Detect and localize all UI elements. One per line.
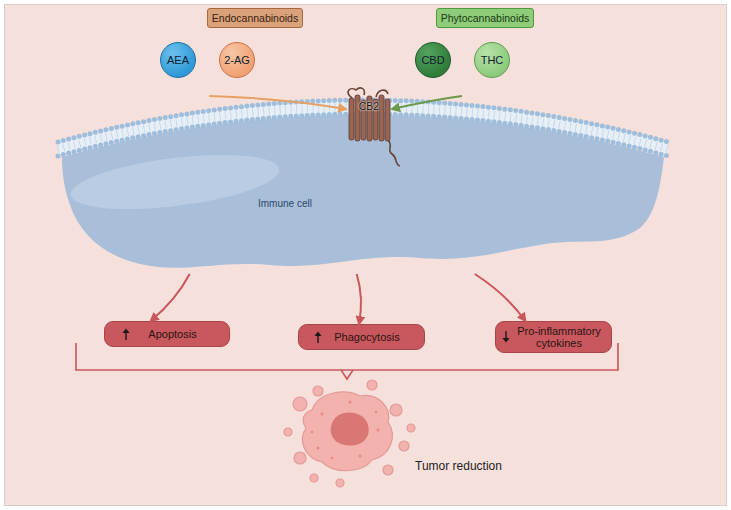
box-text-column: Pro-inflammatory cytokines (513, 325, 605, 350)
group-region: PhytocannabinoidsCBD THC (410, 4, 540, 96)
bracket-pointer (341, 370, 353, 379)
effect-label: Apoptosis (148, 328, 196, 341)
tumor-shape (284, 380, 415, 487)
tumor-dots (311, 401, 380, 460)
molecule-circle: THC (474, 42, 510, 78)
receptor-cb2: CB2 (346, 86, 392, 152)
molecule-label: AEA (167, 54, 189, 66)
direction-arrow (314, 331, 322, 343)
group-region: EndocannabinoidsAEA 2-AG (150, 4, 310, 96)
direction-arrow (502, 331, 510, 343)
effect-label: Phagocytosis (334, 331, 399, 344)
molecule-circle: 2-AG (219, 42, 255, 78)
molecule-circle: CBD (415, 42, 451, 78)
molecule-label: CBD (421, 54, 444, 66)
connector-arrow (209, 96, 346, 109)
connector-arrow (151, 274, 190, 321)
effect-box: Apoptosis (104, 321, 230, 347)
group-heading: Endocannabinoids (212, 12, 298, 24)
direction-arrow (122, 328, 130, 340)
group-header-box: Endocannabinoids (207, 8, 303, 28)
cell-label: Immune cell (258, 198, 312, 209)
connector-arrow (392, 96, 462, 109)
molecule-label: 2-AG (224, 54, 250, 66)
box-text-column: Phagocytosis (325, 331, 409, 344)
effect-label: Pro-inflammatory cytokines (513, 325, 605, 350)
box-text-column: Apoptosis (133, 328, 213, 341)
tumor-core (331, 412, 369, 445)
group-header-box: Phytocannabinoids (436, 8, 534, 28)
immune-cell: Immune cell CB2 (55, 88, 667, 274)
connector-arrow (357, 274, 361, 324)
outcome-label: Tumor reduction (415, 459, 502, 473)
molecule-circle: AEA (160, 42, 196, 78)
connector-arrow (475, 274, 526, 321)
effect-box: Pro-inflammatory cytokines (495, 321, 612, 353)
effect-box: Phagocytosis (298, 324, 425, 350)
receptor-label: CB2 (346, 100, 392, 112)
group-heading: Phytocannabinoids (441, 12, 530, 24)
molecule-label: THC (481, 54, 504, 66)
